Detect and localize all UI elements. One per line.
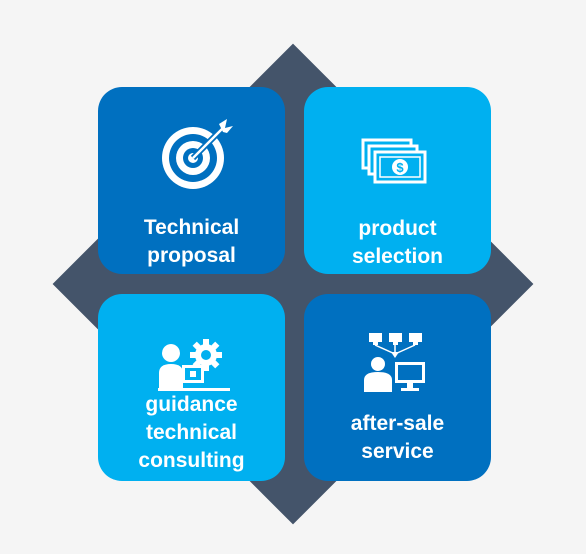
- tile-label: Technical proposal: [143, 216, 240, 267]
- tile-label: product selection: [351, 217, 444, 268]
- tile-label: after-sale service: [350, 412, 445, 463]
- tile-guidance-technical-consulting: guidance technical consulting: [98, 294, 285, 481]
- network-support-icon: [364, 333, 425, 392]
- target-icon: [162, 119, 233, 189]
- money-icon: $: [361, 138, 427, 184]
- tile-after-sale-service: after-sale service: [304, 294, 491, 481]
- tile-label: guidance technical consulting: [138, 393, 245, 472]
- tile-product-selection: $ product selection: [304, 87, 491, 274]
- svg-text:$: $: [396, 160, 404, 175]
- consultant-gear-icon: [158, 339, 230, 391]
- tile-technical-proposal: Technical proposal: [98, 87, 285, 274]
